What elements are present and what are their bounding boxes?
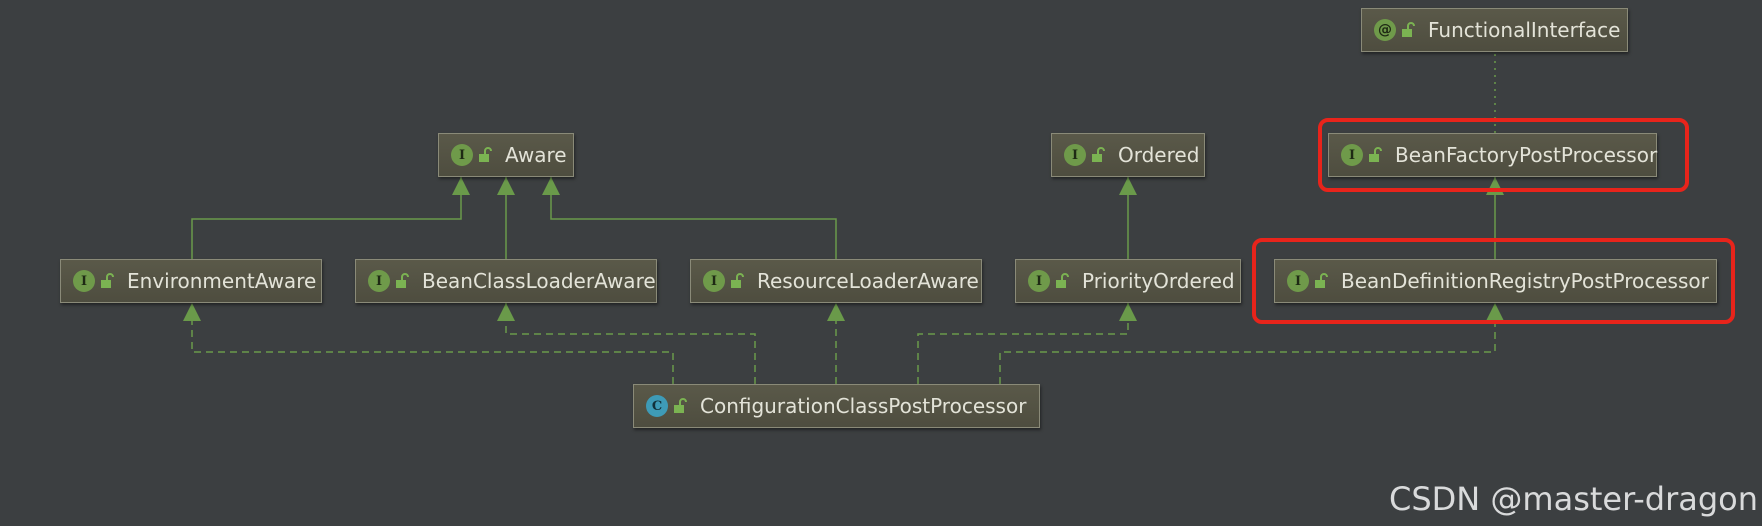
highlight-box-bean-definition-registry-post-processor — [1252, 238, 1735, 324]
node-label: BeanFactoryPostProcessor — [1395, 143, 1658, 167]
edge-environment-aware-to-aware-arrowhead — [452, 177, 470, 195]
node-label: Ordered — [1118, 143, 1200, 167]
edge-config-to-bean-definition-registry — [999, 303, 1496, 384]
interface-badge-icon: I — [1287, 270, 1309, 292]
edge-config-to-priority-ordered-arrowhead — [1119, 303, 1137, 321]
node-bean-factory-post-processor[interactable]: I BeanFactoryPostProcessor — [1328, 133, 1657, 177]
edge-config-to-priority-ordered — [917, 303, 1129, 384]
edge-config-to-bean-definition-registry-arrowhead — [1486, 303, 1504, 321]
node-label: FunctionalInterface — [1428, 18, 1621, 42]
node-functional-interface[interactable]: @ FunctionalInterface — [1361, 8, 1628, 52]
node-ordered[interactable]: I Ordered — [1051, 133, 1205, 177]
watermark: CSDN @master-dragon — [1389, 480, 1758, 518]
edge-priority-ordered-to-ordered-arrowhead — [1119, 177, 1137, 195]
edge-bean-class-loader-aware-to-aware-arrowhead — [497, 177, 515, 195]
unlock-icon — [396, 273, 409, 288]
edge-environment-aware-to-aware — [191, 177, 462, 259]
node-bean-definition-registry-post-processor[interactable]: I BeanDefinitionRegistryPostProcessor — [1274, 259, 1717, 303]
edge-config-to-environment-aware-arrowhead — [183, 303, 201, 321]
unlock-icon — [1092, 147, 1105, 162]
node-resource-loader-aware[interactable]: I ResourceLoaderAware — [690, 259, 982, 303]
unlock-icon — [1056, 273, 1069, 288]
node-label: BeanClassLoaderAware — [422, 269, 656, 293]
edge-config-to-bean-class-loader-aware-arrowhead — [497, 303, 515, 321]
unlock-icon — [1369, 147, 1382, 162]
node-label: BeanDefinitionRegistryPostProcessor — [1341, 269, 1709, 293]
node-label: ConfigurationClassPostProcessor — [700, 394, 1027, 418]
annotation-badge-icon: @ — [1374, 19, 1396, 41]
unlock-icon — [101, 273, 114, 288]
node-label: Aware — [505, 143, 567, 167]
unlock-icon — [731, 273, 744, 288]
node-bean-class-loader-aware[interactable]: I BeanClassLoaderAware — [355, 259, 657, 303]
interface-badge-icon: I — [451, 144, 473, 166]
interface-badge-icon: I — [1028, 270, 1050, 292]
interface-badge-icon: I — [1064, 144, 1086, 166]
unlock-icon — [479, 147, 492, 162]
edge-resource-loader-aware-to-aware-arrowhead — [542, 177, 560, 195]
interface-badge-icon: I — [73, 270, 95, 292]
interface-badge-icon: I — [368, 270, 390, 292]
edge-config-to-bean-class-loader-aware — [505, 303, 756, 384]
node-label: EnvironmentAware — [127, 269, 317, 293]
unlock-icon — [1402, 22, 1415, 37]
edge-resource-loader-aware-to-aware — [550, 177, 837, 259]
node-configuration-class-post-processor[interactable]: C ConfigurationClassPostProcessor — [633, 384, 1040, 428]
edge-config-to-environment-aware — [191, 303, 674, 384]
highlight-box-bean-factory-post-processor — [1318, 118, 1689, 192]
class-badge-icon: C — [646, 395, 668, 417]
edge-config-to-resource-loader-aware-arrowhead — [827, 303, 845, 321]
node-priority-ordered[interactable]: I PriorityOrdered — [1015, 259, 1241, 303]
node-environment-aware[interactable]: I EnvironmentAware — [60, 259, 322, 303]
unlock-icon — [674, 398, 687, 413]
interface-badge-icon: I — [703, 270, 725, 292]
node-label: ResourceLoaderAware — [757, 269, 979, 293]
interface-badge-icon: I — [1341, 144, 1363, 166]
node-label: PriorityOrdered — [1082, 269, 1235, 293]
unlock-icon — [1315, 273, 1328, 288]
node-aware[interactable]: I Aware — [438, 133, 574, 177]
